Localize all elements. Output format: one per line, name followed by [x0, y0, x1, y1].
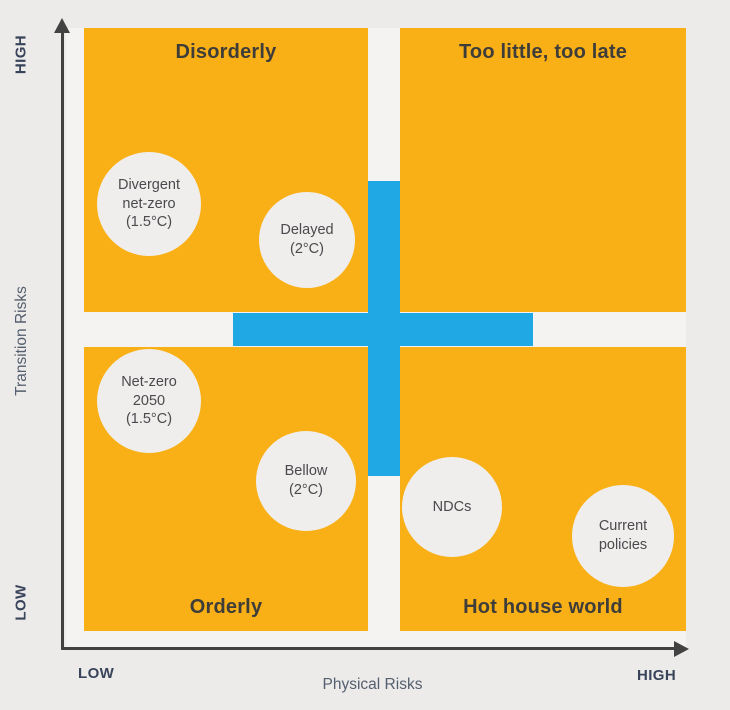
x-axis-low-label: LOW	[78, 665, 115, 682]
scenario-bubble-current-policies: Current policies	[572, 485, 674, 587]
quadrant-title: Hot house world	[463, 596, 623, 618]
y-axis-arrow-icon	[54, 18, 70, 33]
scenario-bubble-net-zero-2050: Net-zero 2050 (1.5°C)	[97, 349, 201, 453]
scenario-label: Net-zero 2050 (1.5°C)	[121, 373, 177, 428]
scenario-label: Bellow (2°C)	[284, 463, 328, 498]
scenario-label: NDCs	[432, 498, 472, 515]
x-axis-high-label: HIGH	[637, 667, 677, 684]
scenario-label: Delayed (2°C)	[280, 222, 334, 257]
quadrant-title: Too little, too late	[458, 41, 628, 63]
x-axis-arrow-icon	[674, 640, 689, 657]
x-axis-line	[62, 647, 678, 650]
scenario-bubble-bellow: Bellow (2°C)	[256, 431, 356, 531]
scenario-bubble-delayed: Delayed (2°C)	[259, 192, 355, 288]
cross-vertical-bar	[368, 181, 400, 476]
scenario-bubble-divergent-net-zero: Divergent net-zero (1.5°C)	[97, 152, 201, 256]
scenario-label: Divergent net-zero (1.5°C)	[117, 176, 181, 231]
quadrant-title: Orderly	[189, 596, 263, 618]
scenario-bubble-ndcs: NDCs	[402, 457, 502, 557]
y-axis-name: Transition Risks	[13, 286, 30, 396]
scenario-label: Current policies	[598, 518, 648, 553]
quadrant-too-little-too-late: Too little, too late	[400, 28, 686, 312]
y-axis-line	[61, 28, 64, 650]
quadrant-title: Disorderly	[175, 41, 277, 63]
y-axis-low-label: LOW	[12, 584, 30, 621]
x-axis-name: Physical Risks	[322, 676, 423, 693]
y-axis-high-label: HIGH	[12, 34, 30, 75]
